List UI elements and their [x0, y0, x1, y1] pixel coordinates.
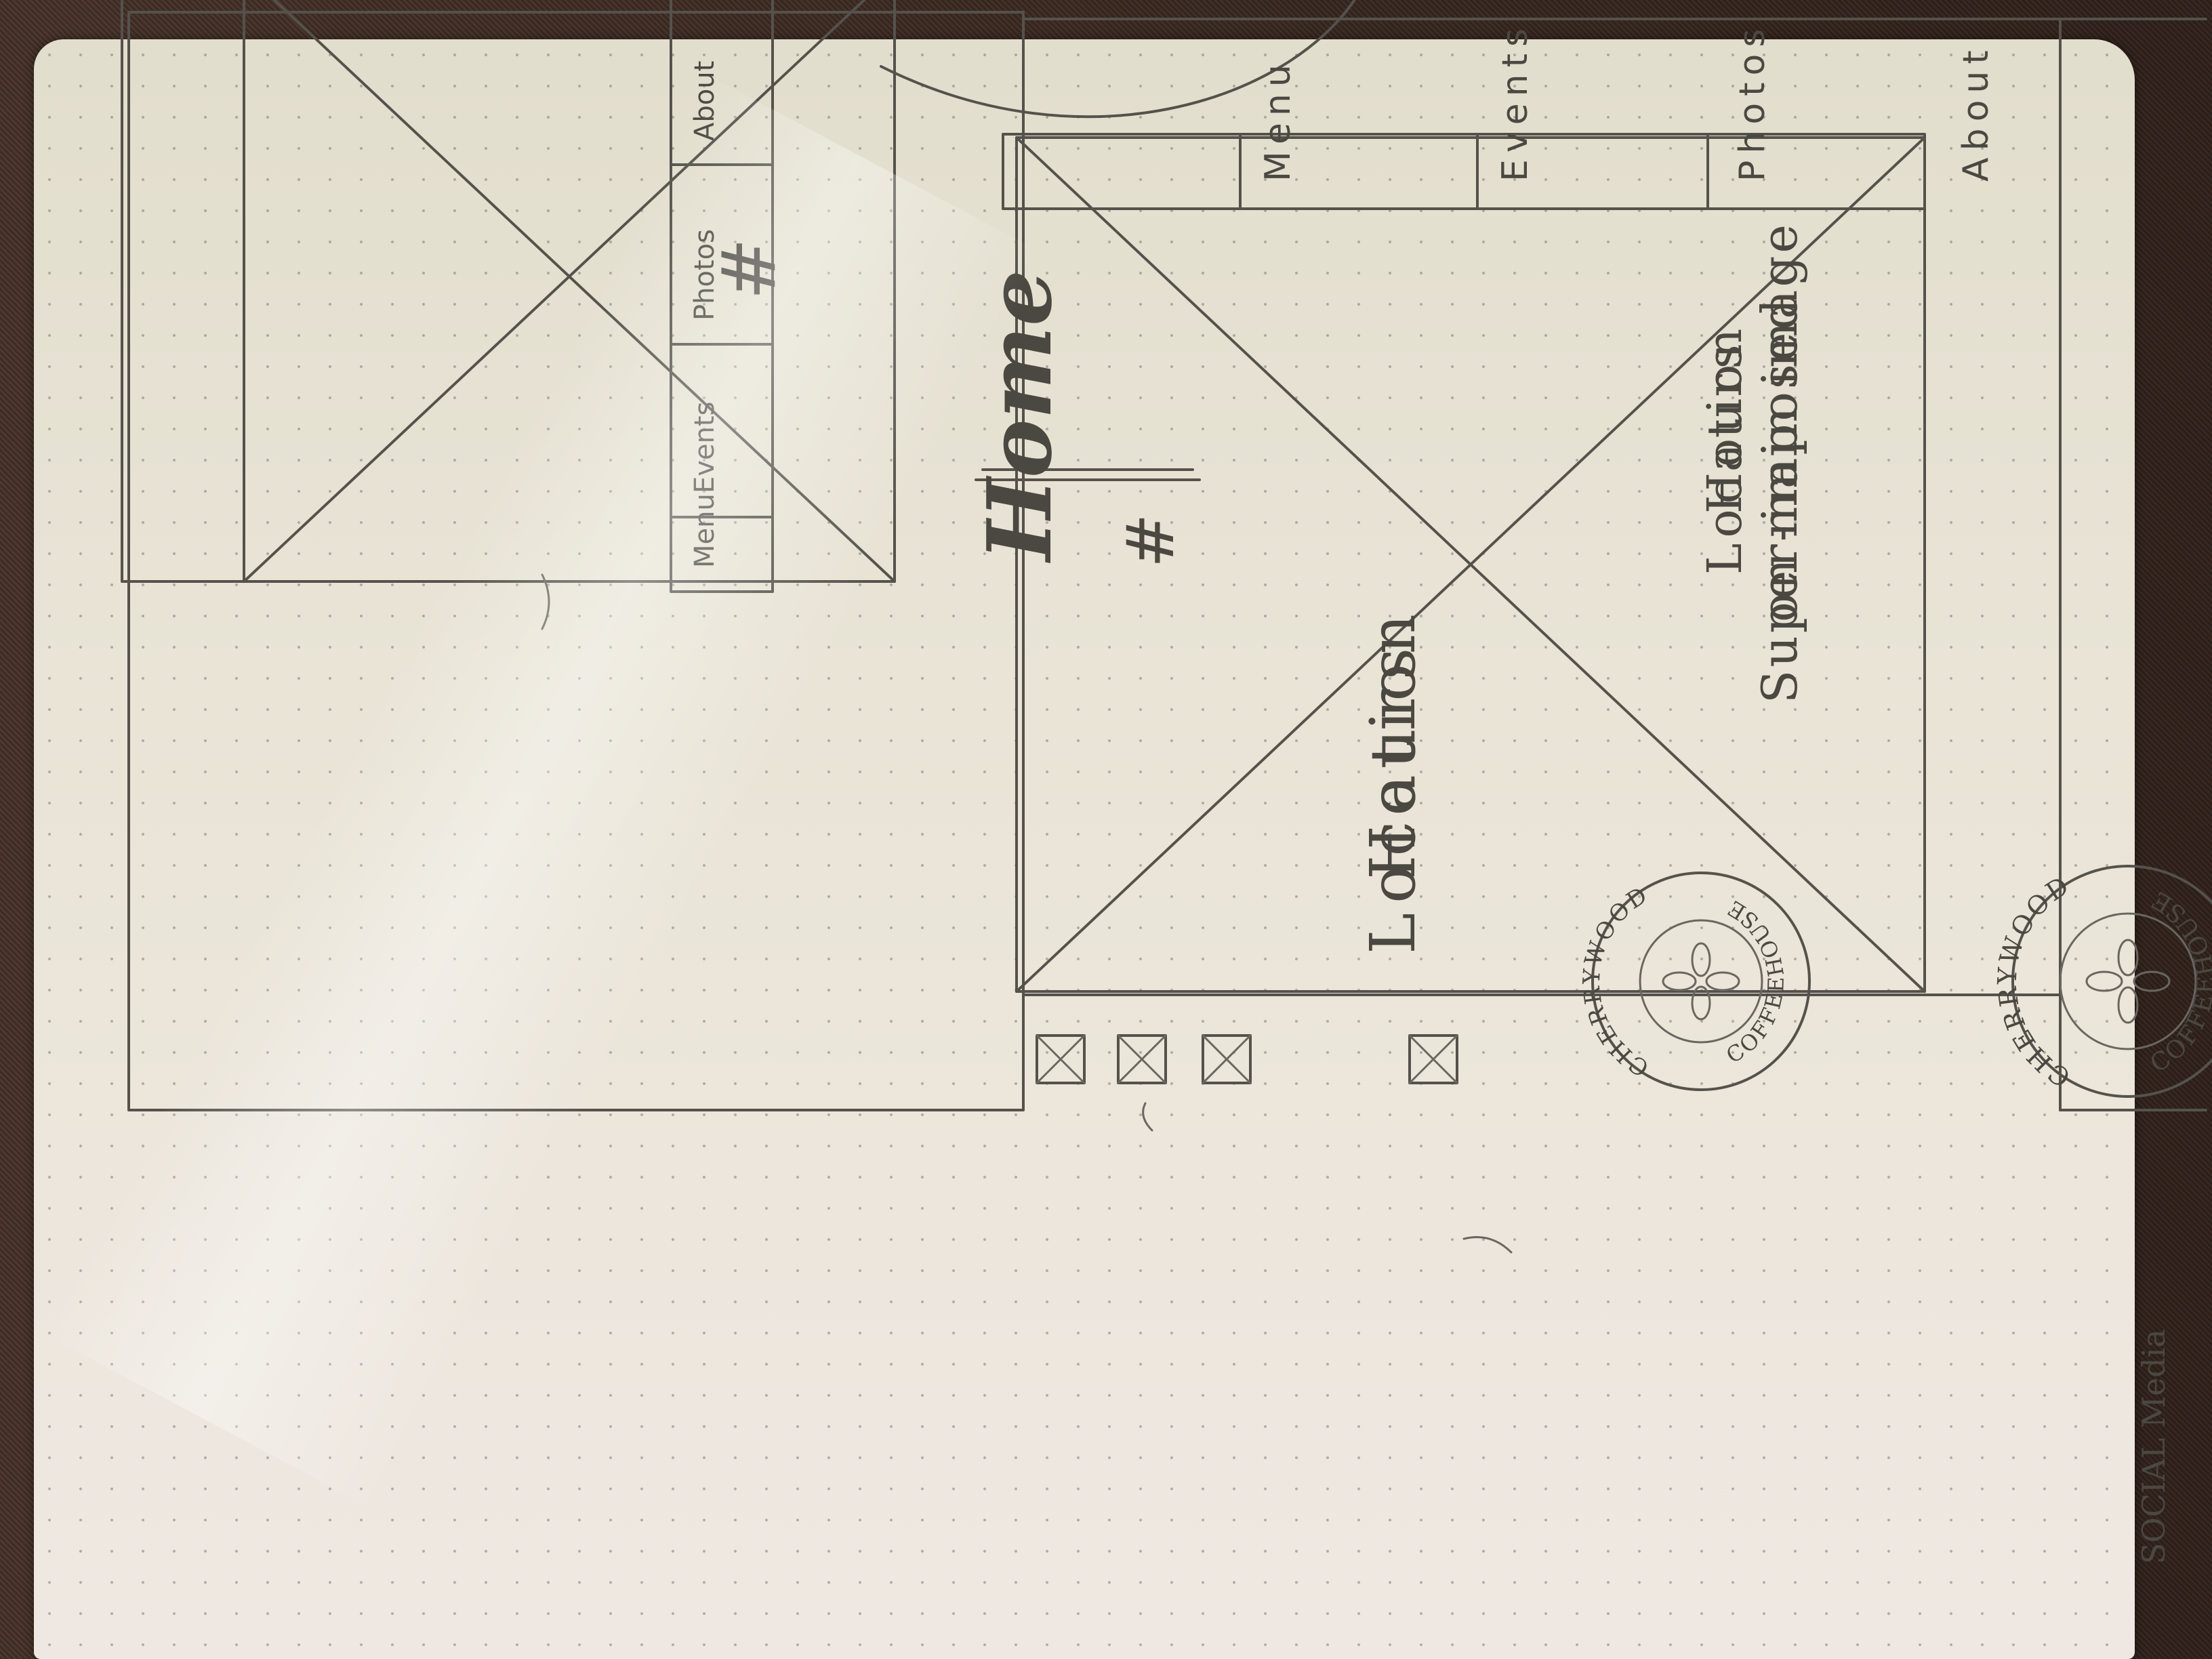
- mobile-nav-events[interactable]: Events: [689, 401, 720, 493]
- desktop-hero-image-placeholder: [1015, 136, 1926, 993]
- desktop-hours-text: Hours: [1357, 638, 1429, 880]
- social-icon-placeholder: [1036, 1034, 1086, 1084]
- page-name-annotation: Home: [968, 270, 1071, 561]
- notebook-page: [34, 39, 2135, 1659]
- desktop-wireframe: [127, 11, 2212, 1254]
- desktop-logo-top-text: CHERRYWOOD: [1992, 869, 2075, 1092]
- mobile-phone-symbol: #: [1113, 513, 1189, 568]
- mobile-logo-bottom-text: COFFEEHOUSE: [1721, 894, 1789, 1068]
- mobile-nav-bar: [670, 0, 774, 593]
- annotation-mark: [541, 573, 550, 630]
- mobile-nav-about[interactable]: About: [689, 60, 720, 141]
- mobile-wireframe: [121, 0, 1811, 1091]
- desktop-phone-symbol: #: [705, 237, 792, 300]
- desktop-nav-bar: [1002, 133, 1926, 210]
- desktop-nav-menu[interactable]: Menu: [1258, 58, 1298, 182]
- arrow-mark: [1462, 1236, 1513, 1254]
- mobile-hero-image-placeholder: [243, 0, 896, 583]
- on-main-image-annotation: on main image: [1751, 221, 1808, 622]
- social-icon-placeholder: [1408, 1034, 1458, 1084]
- mobile-logo-top-text: CHERRYWOOD: [1578, 881, 1654, 1082]
- desktop-logo-bottom-text: COFFEEHOUSE: [2146, 884, 2212, 1078]
- flower-icon: [1662, 942, 1740, 1021]
- arrow-mark: [1142, 1102, 1153, 1132]
- desktop-body: [1022, 18, 2062, 996]
- desktop-nav-events[interactable]: Events: [1495, 21, 1536, 182]
- mobile-nav-photos[interactable]: Photos: [689, 229, 720, 321]
- desktop-nav-about[interactable]: About: [1956, 43, 1996, 182]
- social-icon-placeholder: [1202, 1034, 1252, 1084]
- desktop-frame: [127, 11, 1025, 1111]
- mobile-logo: [1591, 872, 1811, 1091]
- desktop-nav-photos[interactable]: Photos: [1732, 22, 1773, 182]
- social-media-icons: [1036, 1034, 1513, 1254]
- flower-icon: [2085, 939, 2171, 1024]
- annotation-arrow: [880, 0, 1357, 119]
- social-media-annotation: SOCIAL Media: [2135, 1329, 2172, 1564]
- mobile-hours-text: Hours: [1697, 339, 1753, 514]
- desktop-logo: [2011, 865, 2212, 1098]
- mobile-nav-menu[interactable]: Menu: [689, 493, 720, 568]
- social-icon-placeholder: [1117, 1034, 1167, 1084]
